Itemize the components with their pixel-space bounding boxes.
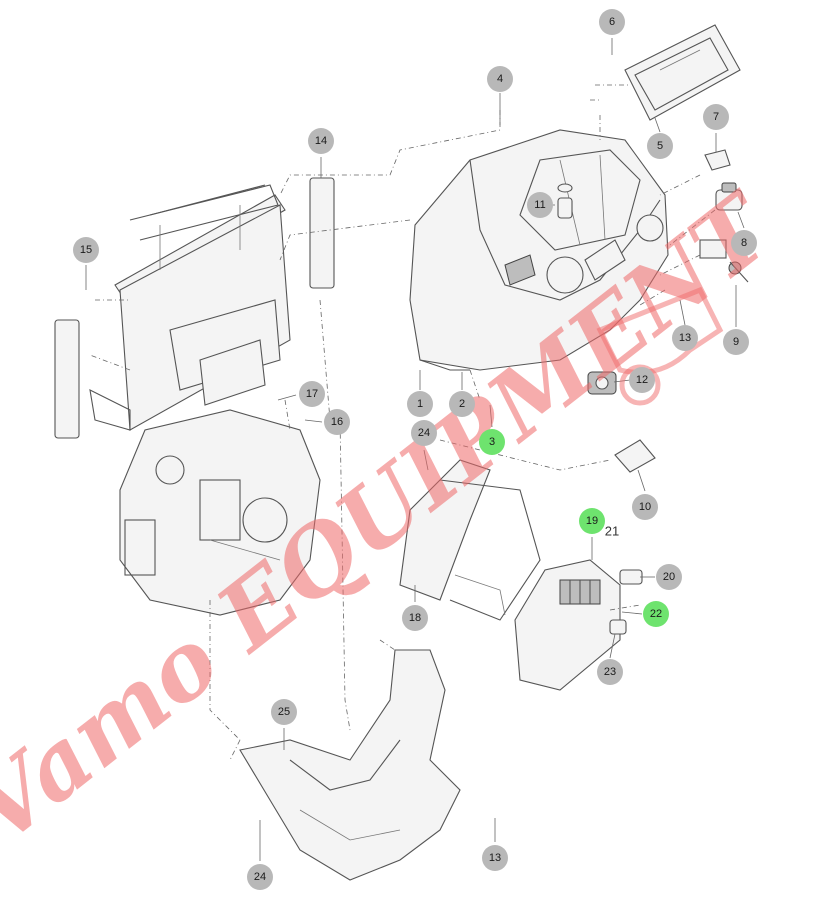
callout-2: 2 [449,391,475,417]
callout-circle [632,494,658,520]
callout-label: 24 [418,427,430,439]
switch-12 [587,371,617,395]
callout-17: 17 [299,381,325,407]
callout-circle [579,508,605,534]
callout-circle [247,864,273,890]
callout-circle [487,66,513,92]
callout-circle [643,601,669,627]
callout-13: 13 [482,845,508,871]
callout-label: 25 [278,706,290,718]
callout-circle [411,420,437,446]
tractor-logo [596,286,724,375]
transmission-housing [119,409,321,616]
callout-label: 18 [409,612,421,624]
callout-circle [324,409,350,435]
callout-label: 8 [741,237,747,249]
callout-circle [672,325,698,351]
callout-circle [308,128,334,154]
callout-label: 9 [733,336,739,348]
callout-16: 16 [324,409,350,435]
callout-circle [527,192,553,218]
callout-label: 15 [80,244,92,256]
plain-label: 21 [605,524,619,539]
callout-20: 20 [656,564,682,590]
callout-label: 7 [713,111,719,123]
callout-label: 17 [306,388,318,400]
callout-circle [723,329,749,355]
callout-label: 20 [663,571,675,583]
switch-8 [715,182,743,211]
callout-circle [629,367,655,393]
callout-circle [479,429,505,455]
callout-circle [73,237,99,263]
leader-lines [89,84,716,761]
callout-11: 11 [527,192,553,218]
callout-14: 14 [308,128,334,154]
lower-shroud [239,649,461,881]
callout-25: 25 [271,699,297,725]
foam-strip-left [54,319,80,439]
callout-label: 12 [636,374,648,386]
callout-6: 6 [599,9,625,35]
dashboard-console [409,129,669,371]
callout-circle [597,659,623,685]
foam-strip-14 [309,177,335,289]
callout-circle [299,381,325,407]
callout-circle [656,564,682,590]
callout-10: 10 [632,494,658,520]
callout-22: 22 [643,601,669,627]
callout-label: 23 [604,666,616,678]
callout-label: 13 [489,852,501,864]
callout-label: 1 [417,398,423,410]
bracket-7 [704,149,731,171]
column-shroud [399,459,541,621]
radiator-frame [89,184,291,431]
callout-label: 5 [657,140,663,152]
callout-circle [703,104,729,130]
callout-19: 19 [579,508,605,534]
key-switch-9 [699,239,749,283]
callout-8: 8 [731,230,757,256]
callout-4: 4 [487,66,513,92]
callout-label: 11 [534,199,545,211]
tractor-wheel-logo [619,364,661,406]
callout-label: 10 [639,501,651,513]
callout-circle [647,133,673,159]
callout-label: 13 [679,332,691,344]
callout-circle [402,605,428,631]
callout-circle [407,391,433,417]
callout-circle [449,391,475,417]
callout-circle [482,845,508,871]
instrument-cluster [624,24,741,121]
cover-10 [614,439,656,473]
callout-12: 12 [629,367,655,393]
callout-24: 24 [411,420,437,446]
callout-3: 3 [479,429,505,455]
callout-18: 18 [402,605,428,631]
switch-panel [514,559,643,691]
callout-circle [271,699,297,725]
callout-15: 15 [73,237,99,263]
callout-13: 13 [672,325,698,351]
callout-24: 24 [247,864,273,890]
callout-label: 3 [489,436,495,448]
callout-circle [731,230,757,256]
callout-9: 9 [723,329,749,355]
callout-label: 19 [586,515,598,527]
callout-label: 14 [315,135,327,147]
callout-label: 16 [331,416,343,428]
callout-23: 23 [597,659,623,685]
callout-5: 5 [647,133,673,159]
callout-label: 22 [650,608,662,620]
knob-11 [557,183,573,219]
callout-label: 24 [254,871,266,883]
callout-7: 7 [703,104,729,130]
callout-label: 6 [609,16,615,28]
callout-label: 2 [459,398,465,410]
callout-1: 1 [407,391,433,417]
callout-circle [599,9,625,35]
callout-label: 4 [497,73,503,85]
